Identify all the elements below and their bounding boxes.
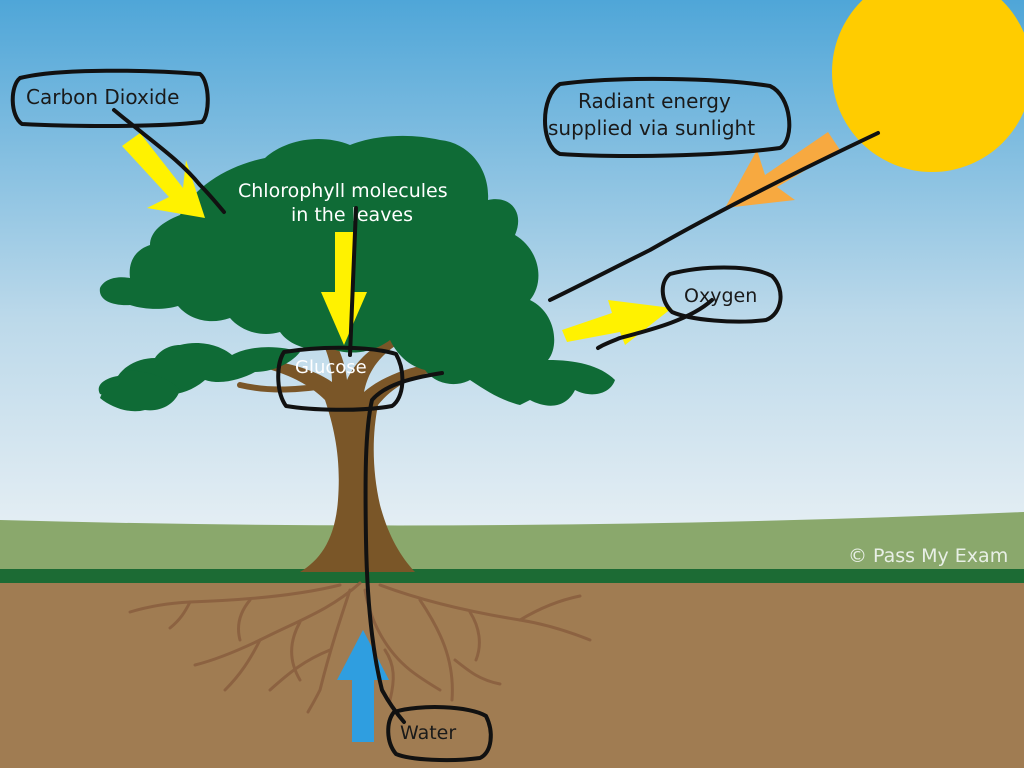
- grass: [0, 512, 1024, 572]
- label-radiant-energy-line1: Radiant energy: [578, 89, 731, 113]
- ink-line-sunlight: [548, 131, 880, 302]
- label-carbon-dioxide: Carbon Dioxide: [26, 85, 179, 109]
- carbon-dioxide-arrow: [122, 133, 205, 218]
- ink-circle-oxygen: [660, 265, 783, 324]
- roots: [128, 581, 592, 714]
- label-chlorophyll-line2: in the leaves: [291, 204, 413, 226]
- ink-line-water: [363, 371, 444, 724]
- label-water: Water: [400, 722, 456, 744]
- label-radiant-energy-line2: supplied via sunlight: [548, 116, 755, 140]
- ink-line-oxygen: [596, 298, 714, 350]
- ink-circle-radiant-energy: [543, 76, 792, 158]
- chlorophyll-to-glucose-arrow: [321, 232, 367, 345]
- ink-circle-carbon-dioxide: [10, 68, 210, 128]
- ink-circle-water: [386, 705, 493, 763]
- label-glucose: Glucose: [295, 357, 367, 378]
- soil: [0, 583, 1024, 768]
- label-chlorophyll-line1: Chlorophyll molecules: [238, 180, 448, 202]
- foliage: [98, 135, 616, 412]
- ink-annotations: [10, 68, 880, 763]
- label-oxygen: Oxygen: [684, 285, 757, 307]
- oxygen-arrow: [562, 300, 672, 345]
- sunlight-arrow: [725, 132, 840, 208]
- ground-line: [0, 569, 1024, 583]
- ink-line-chlorophyll: [348, 206, 358, 357]
- sun: [832, 0, 1024, 172]
- ink-circle-glucose: [276, 345, 405, 412]
- copyright-credit: © Pass My Exam: [848, 545, 1008, 567]
- ink-line-carbon-dioxide: [112, 108, 226, 214]
